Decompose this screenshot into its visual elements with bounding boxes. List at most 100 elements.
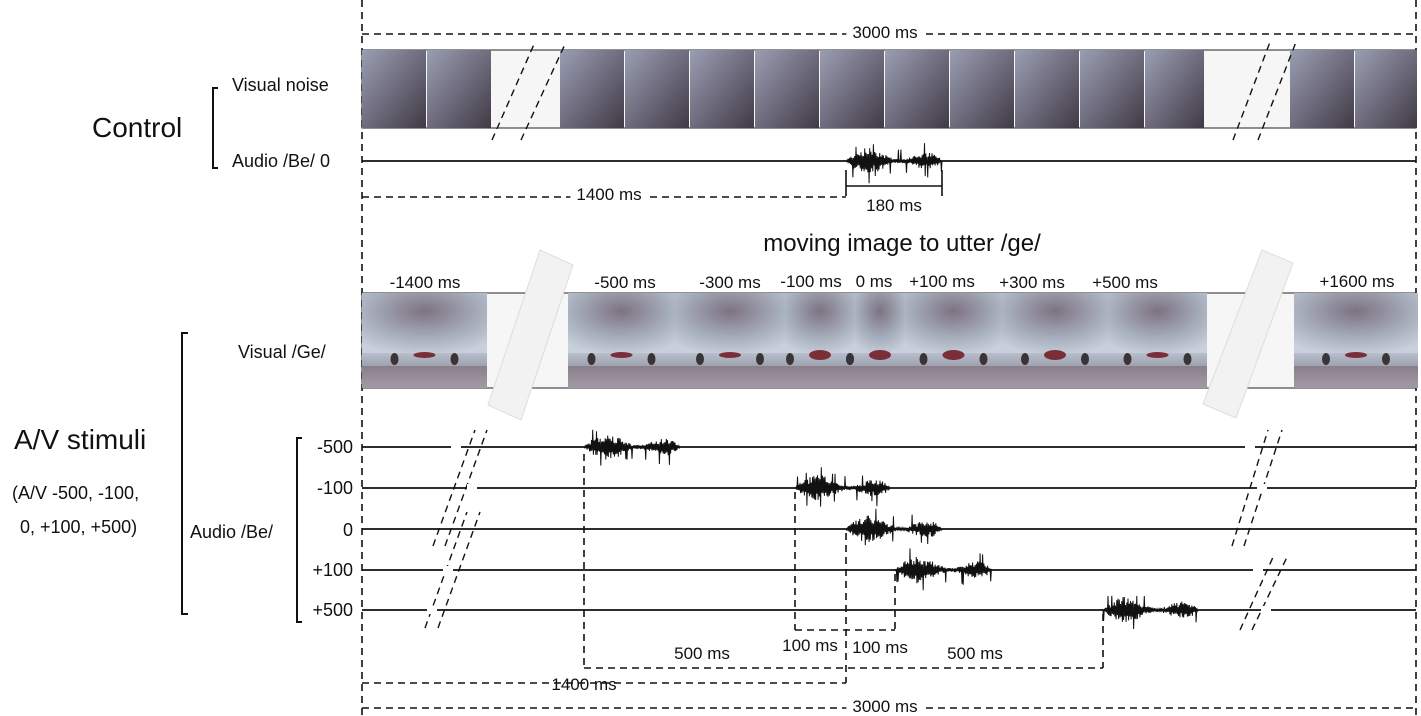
hair-shape xyxy=(1183,353,1192,365)
time-break-mark xyxy=(491,41,536,141)
av-audio-label: Audio /Be/ xyxy=(190,522,274,542)
audio-bracket xyxy=(296,437,302,623)
line-gap xyxy=(467,484,477,492)
interval-100ms-right: 100 ms xyxy=(852,638,908,657)
time-break-mark xyxy=(1231,429,1269,547)
sound-duration-label: 180 ms xyxy=(866,196,922,215)
face-frame xyxy=(568,293,675,353)
visual-ge-label: Visual /Ge/ xyxy=(238,342,326,362)
diagram-root xyxy=(181,0,1418,716)
mouth-shape xyxy=(719,352,741,358)
noise-frame xyxy=(625,50,689,128)
line-gap xyxy=(1245,443,1255,451)
line-gap xyxy=(451,443,461,451)
noise-frame xyxy=(427,50,491,128)
face-frame xyxy=(785,293,855,353)
face-frame xyxy=(855,293,905,353)
frame-time-plus300: +300 ms xyxy=(999,273,1065,292)
audio-row-label-plus100: +100 xyxy=(312,560,353,580)
time-break-mark xyxy=(1251,554,1289,631)
audio-row-burst xyxy=(583,429,681,466)
face-frame xyxy=(855,366,905,388)
line-gap xyxy=(1257,484,1267,492)
time-break-mark xyxy=(520,41,567,141)
time-break-band xyxy=(487,249,574,421)
hair-shape xyxy=(587,353,596,365)
hair-shape xyxy=(979,353,988,365)
mouth-shape xyxy=(413,352,436,358)
time-break-mark xyxy=(444,429,488,547)
face-frame xyxy=(362,366,487,388)
face-frame xyxy=(568,366,675,388)
audio-row-burst xyxy=(1102,595,1199,630)
time-break-mark xyxy=(437,511,481,629)
mouth-shape xyxy=(1146,352,1169,358)
av-conditions-line1: (A/V -500, -100, xyxy=(12,483,140,503)
time-break-mark xyxy=(1257,41,1297,141)
hair-shape xyxy=(756,353,764,365)
control-audio-burst xyxy=(845,143,943,184)
time-break-mark xyxy=(1239,554,1275,631)
hair-shape xyxy=(786,353,794,365)
control-onset-delay: 1400 ms xyxy=(570,186,648,203)
audio-row-burst xyxy=(894,548,993,591)
audio-row-burst xyxy=(794,467,891,507)
av-onset-delay: 1400 ms xyxy=(551,675,617,694)
frame-time-minus500: -500 ms xyxy=(594,273,656,292)
audio-row-label-plus500: +500 xyxy=(312,600,353,620)
interval-100ms-left: 100 ms xyxy=(782,636,838,655)
control-total-duration: 3000 ms xyxy=(846,24,924,41)
hair-shape xyxy=(450,353,459,365)
face-frame xyxy=(1294,293,1418,353)
noise-frame xyxy=(1145,50,1204,128)
control-bracket xyxy=(212,87,218,169)
hair-shape xyxy=(1322,353,1330,365)
mouth-shape xyxy=(1044,350,1066,360)
face-frame xyxy=(1002,293,1108,353)
hair-shape xyxy=(1123,353,1132,365)
audio-row-label-minus100: -100 xyxy=(316,478,353,498)
noise-frame xyxy=(820,50,884,128)
mouth-shape xyxy=(610,352,633,358)
mouth-shape xyxy=(942,350,965,360)
mouth-shape xyxy=(1345,352,1367,358)
line-gap xyxy=(1261,606,1271,614)
line-gap xyxy=(427,606,437,614)
hair-shape xyxy=(647,353,656,365)
visual-noise-label: Visual noise xyxy=(232,75,329,95)
noise-frame xyxy=(690,50,754,128)
frame-time-plus100: +100 ms xyxy=(909,272,975,291)
control-label: Control xyxy=(92,112,183,143)
frame-time-minus100: -100 ms xyxy=(780,272,842,291)
control-audio-label: Audio /Be/ 0 xyxy=(232,151,331,171)
noise-frame xyxy=(885,50,949,128)
time-break-mark xyxy=(432,429,476,547)
av-bracket xyxy=(181,332,188,615)
face-frame xyxy=(675,293,785,353)
time-break-mark xyxy=(1232,41,1271,141)
face-frame xyxy=(1108,353,1207,366)
av-section-title: moving image to utter /ge/ xyxy=(763,230,1041,257)
interval-500ms-right: 500 ms xyxy=(947,644,1003,663)
mouth-shape xyxy=(869,350,891,360)
face-frame xyxy=(1002,366,1108,388)
hair-shape xyxy=(1382,353,1390,365)
frame-time-plus500: +500 ms xyxy=(1092,273,1158,292)
line-gap xyxy=(443,566,453,574)
av-total-duration: 3000 ms xyxy=(846,698,924,715)
noise-frame xyxy=(1290,50,1354,128)
frame-time-minus1400: -1400 ms xyxy=(389,273,461,292)
noise-frame xyxy=(755,50,819,128)
face-frame xyxy=(905,366,1002,388)
mouth-shape xyxy=(809,350,831,360)
noise-frame xyxy=(1080,50,1144,128)
audio-row-label-minus500: -500 xyxy=(316,437,353,457)
frame-time-plus1600: +1600 ms xyxy=(1319,272,1395,291)
interval-500ms-left: 500 ms xyxy=(674,644,730,663)
noise-frame xyxy=(362,50,426,128)
frame-time-minus300: -300 ms xyxy=(699,273,761,292)
line-gap xyxy=(1253,566,1263,574)
noise-frame xyxy=(1355,50,1417,128)
noise-frame xyxy=(1015,50,1079,128)
